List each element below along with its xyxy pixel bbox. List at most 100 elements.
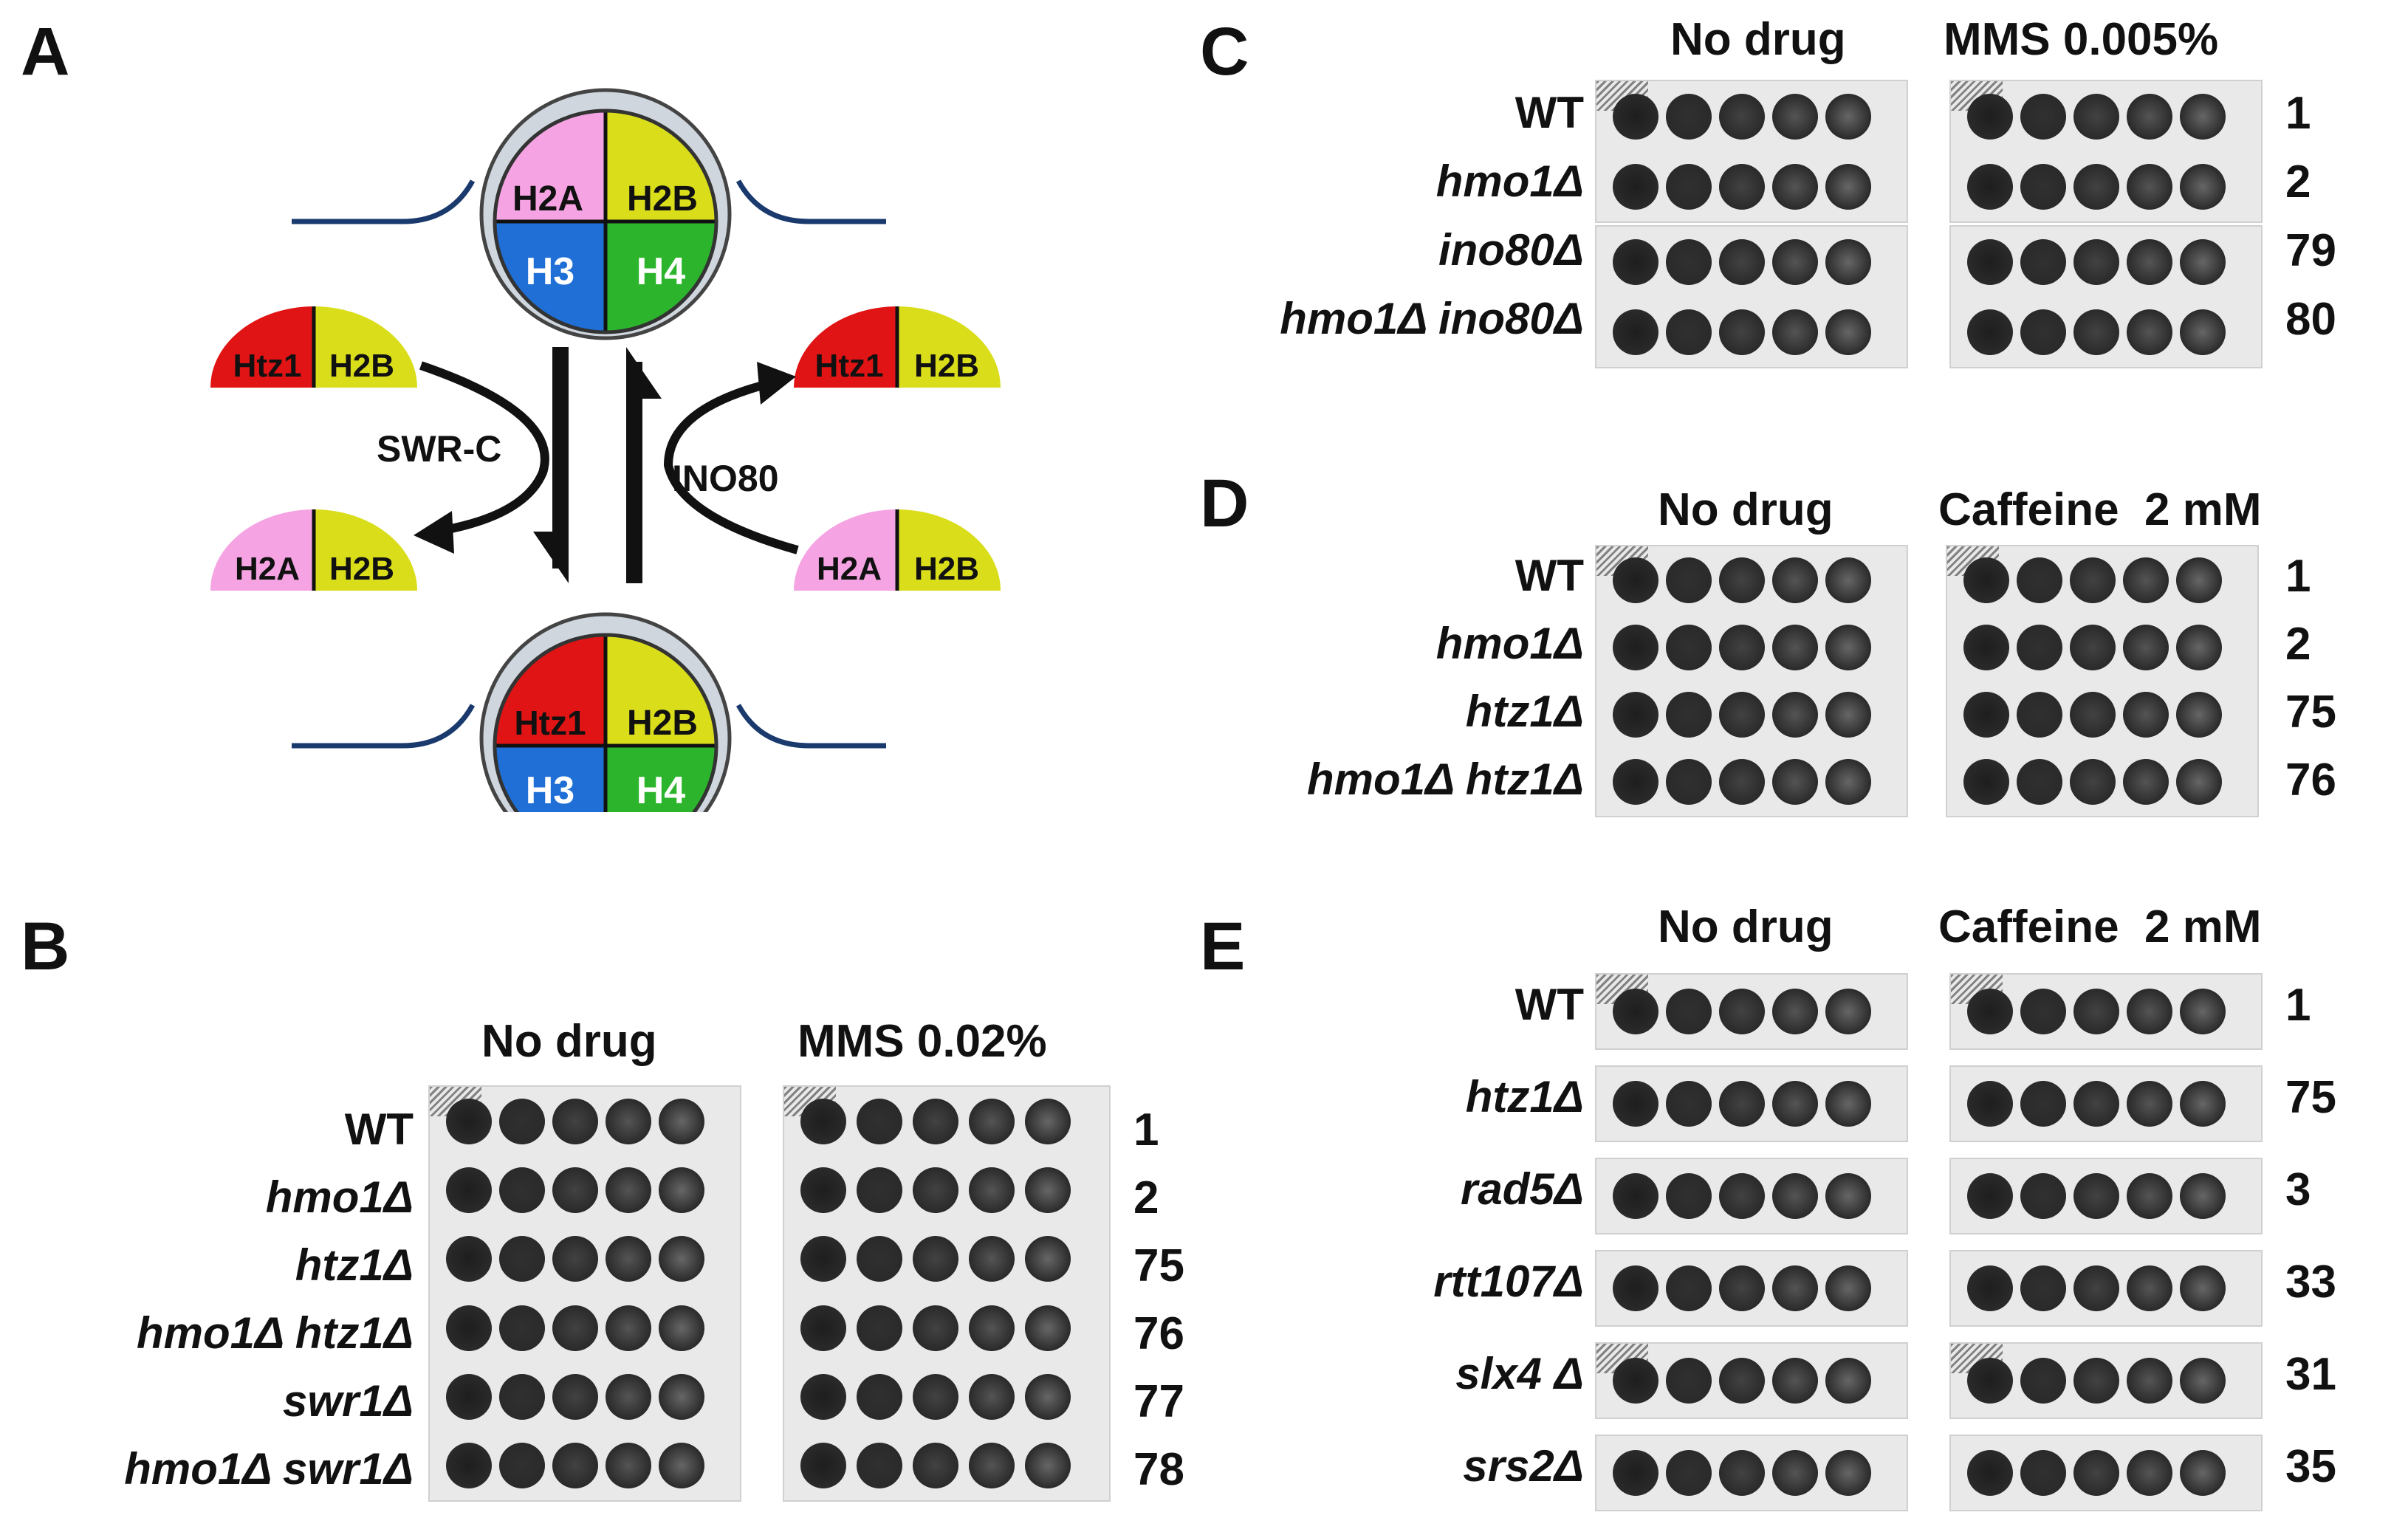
colony-spot [2127, 1081, 2172, 1127]
d-condition-1: No drug [1658, 484, 1834, 535]
swr-c-curve [419, 361, 549, 536]
colony-spot [857, 1373, 902, 1420]
plate-e-strip [1595, 1065, 1908, 1142]
colony-spot [2020, 989, 2066, 1034]
colony-spot [2127, 989, 2172, 1034]
colony-spot [1719, 1173, 1765, 1219]
colony-spot [2123, 759, 2169, 805]
colony-spot [2070, 692, 2116, 738]
svg-text:H2A: H2A [817, 551, 882, 587]
strain-number: 75 [2285, 1072, 2336, 1123]
colony-spot [800, 1373, 846, 1420]
bottom-h2b: H2B [627, 704, 698, 743]
colony-spot [1666, 557, 1712, 603]
dna-top [292, 179, 886, 224]
colony-spot [552, 1305, 598, 1351]
colony-spot [1772, 93, 1818, 140]
colony-spot [1719, 557, 1765, 603]
colony-spot [1825, 1358, 1871, 1404]
panel-d-letter: D [1200, 466, 1249, 541]
colony-spot [800, 1098, 846, 1144]
colony-spot [446, 1098, 492, 1144]
strain-label: htz1Δ [1465, 1072, 1584, 1121]
colony-spot [800, 1167, 846, 1213]
spot-row [784, 1155, 1109, 1224]
svg-text:Htz1: Htz1 [233, 348, 302, 384]
strain-label: rad5Δ [1460, 1164, 1584, 1214]
colony-spot [2176, 624, 2222, 670]
colony-spot [1719, 238, 1765, 285]
plate-b-1 [428, 1085, 741, 1502]
colony-spot [1666, 309, 1712, 355]
colony-spot [1825, 1081, 1871, 1127]
plate-e-strip [1949, 1065, 2263, 1142]
spot-row [430, 1225, 740, 1294]
colony-spot [2180, 989, 2226, 1034]
colony-spot [2073, 1173, 2119, 1219]
colony-spot [1666, 238, 1712, 285]
plate-e-strip [1595, 1158, 1908, 1234]
colony-spot [1613, 1173, 1658, 1219]
top-h2b: H2B [627, 179, 698, 219]
strain-number: 80 [2285, 294, 2336, 345]
colony-spot [2070, 624, 2116, 670]
nucleosome-top: H2A H2B H3 H4 [479, 88, 732, 340]
colony-spot [1613, 309, 1658, 355]
colony-spot [857, 1305, 902, 1351]
colony-spot [1772, 1173, 1818, 1219]
colony-spot [1772, 692, 1818, 738]
colony-spot [2073, 1081, 2119, 1127]
colony-spot [1613, 759, 1658, 805]
colony-spot [1967, 1450, 2013, 1496]
colony-spot [1613, 1358, 1658, 1404]
plate-e-strip [1949, 1158, 2263, 1234]
colony-spot [1772, 759, 1818, 805]
strain-label: hmo1Δ [1435, 619, 1584, 668]
strain-number: 3 [2285, 1164, 2311, 1215]
svg-text:Htz1: Htz1 [815, 348, 884, 384]
colony-spot [499, 1236, 545, 1282]
svg-text:H2B: H2B [914, 348, 979, 384]
plate-e-strip [1595, 1435, 1908, 1511]
spot-row [430, 1294, 740, 1362]
colony-spot [2020, 1450, 2066, 1496]
strain-number: 75 [2285, 687, 2336, 738]
spot-row [430, 1432, 740, 1500]
colony-spot [2070, 759, 2116, 805]
spot-row [1951, 227, 2261, 297]
colony-spot [1719, 624, 1765, 670]
strain-label: htz1Δ [1465, 687, 1584, 736]
colony-spot [606, 1236, 651, 1282]
ino80-label: INO80 [672, 458, 779, 499]
plate-e-strip [1949, 1342, 2263, 1419]
svg-text:H2A: H2A [235, 551, 300, 587]
colony-spot [1719, 759, 1765, 805]
colony-spot [1666, 163, 1712, 210]
strain-number: 33 [2285, 1257, 2336, 1308]
svg-text:H2B: H2B [329, 348, 394, 384]
colony-spot [1825, 624, 1871, 670]
colony-spot [2073, 1450, 2119, 1496]
colony-spot [1666, 93, 1712, 140]
colony-spot [1719, 1450, 1765, 1496]
strain-number: 35 [2285, 1441, 2336, 1492]
colony-spot [969, 1305, 1015, 1351]
colony-spot [552, 1098, 598, 1144]
svg-text:H2B: H2B [914, 551, 979, 587]
colony-spot [2073, 163, 2119, 210]
colony-spot [1825, 1450, 1871, 1496]
spot-row [1951, 297, 2261, 367]
colony-spot [1772, 1265, 1818, 1311]
colony-spot [1772, 624, 1818, 670]
colony-spot [1613, 93, 1658, 140]
colony-spot [499, 1443, 545, 1489]
spot-row [430, 1362, 740, 1431]
colony-spot [1613, 1265, 1658, 1311]
colony-spot [857, 1167, 902, 1213]
strain-number: 76 [1133, 1308, 1184, 1359]
colony-spot [2123, 624, 2169, 670]
colony-spot [552, 1167, 598, 1213]
colony-spot [1825, 238, 1871, 285]
colony-spot [2073, 1358, 2119, 1404]
svg-text:H2B: H2B [329, 551, 394, 587]
